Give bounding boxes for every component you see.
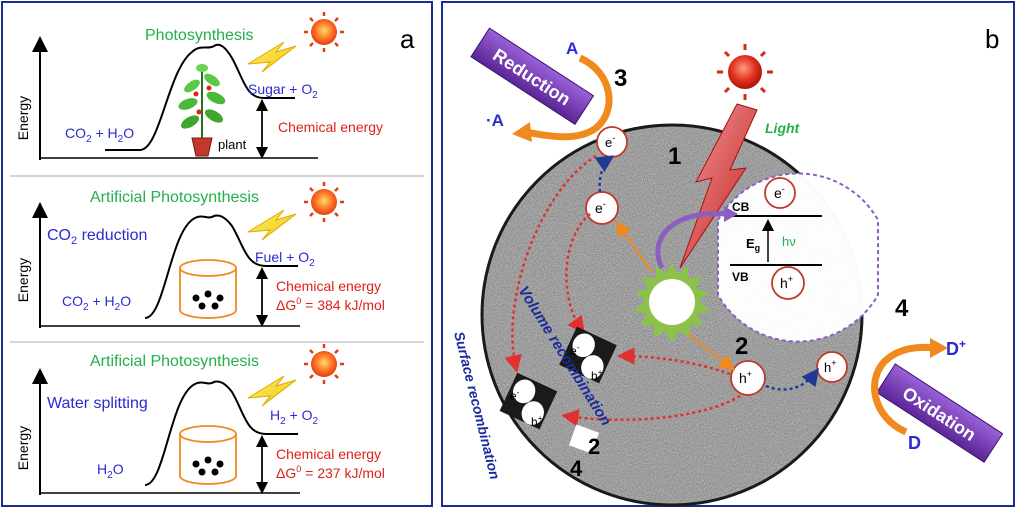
hole-bulk: h+ bbox=[730, 360, 766, 396]
light-bolt-icon bbox=[679, 103, 758, 269]
band-diagram-inset: CB VB Eg hν bbox=[717, 172, 879, 343]
diagram-water-splitting: Energy Artificial Photosynthesis Water s… bbox=[15, 344, 385, 495]
hole-migration-arrow bbox=[687, 333, 736, 371]
vb-label: VB bbox=[732, 270, 749, 284]
panel-b: b Light CB bbox=[441, 1, 1015, 507]
product-label: Fuel + O2 bbox=[255, 249, 315, 269]
reduction-arrowhead bbox=[512, 122, 532, 142]
object-label: plant bbox=[218, 137, 247, 152]
electron-label: e- bbox=[510, 388, 520, 403]
sun-icon bbox=[717, 44, 773, 100]
volume-recombination-path bbox=[565, 213, 591, 335]
oxidation-arrow bbox=[871, 343, 935, 436]
electron-surface: e- bbox=[596, 126, 628, 158]
hole-label: h+ bbox=[739, 369, 752, 386]
surface-recombination-path bbox=[504, 154, 597, 373]
reduced-acceptor-label: ·A bbox=[486, 111, 504, 130]
energy-profile-curve bbox=[144, 380, 298, 486]
process-label: Water splitting bbox=[47, 395, 148, 412]
light-label: Light bbox=[765, 120, 801, 136]
delta-g-label: ΔG0 = 237 kJ/mol bbox=[276, 464, 385, 481]
hole-vb: h+ bbox=[771, 266, 805, 300]
delta-g-label: ΔG0 = 384 kJ/mol bbox=[276, 296, 385, 313]
process-label: CO2 reduction bbox=[47, 227, 147, 247]
reactant-label: H2O bbox=[97, 461, 124, 481]
inset-pointer-arrowhead bbox=[724, 206, 738, 222]
reactor-cylinder-icon bbox=[179, 425, 237, 485]
energy-profile-curve bbox=[105, 43, 295, 151]
electron-cb: e- bbox=[764, 177, 796, 209]
diagram-title: Artificial Photosynthesis bbox=[90, 353, 259, 370]
energy-label: Chemical energy bbox=[278, 119, 383, 135]
diagram-co2-reduction: Energy Artificial Photosynthesis CO2 red… bbox=[15, 182, 385, 328]
donor-label: D bbox=[908, 433, 921, 453]
reduction-arrow bbox=[525, 54, 613, 141]
panel-a: a Energy Photosynthesis CO2 + H2O Sugar … bbox=[1, 1, 433, 507]
diagram-photosynthesis: Energy Photosynthesis CO2 + H2O Sugar + … bbox=[15, 12, 383, 160]
electron-label: e- bbox=[595, 199, 606, 216]
surface-recombination-path bbox=[561, 394, 741, 427]
electron-migration-arrow bbox=[615, 220, 653, 273]
hv-label: hν bbox=[782, 234, 796, 249]
lightning-icon bbox=[247, 41, 297, 73]
recombined-pair-surface bbox=[499, 372, 558, 430]
step-marker-box bbox=[568, 424, 600, 454]
step-number: 3 bbox=[614, 65, 627, 92]
lightning-icon bbox=[247, 209, 297, 241]
hole-label: h+ bbox=[780, 274, 793, 291]
oxidized-donor-label: D+ bbox=[946, 337, 966, 359]
reactant-label: CO2 + H2O bbox=[65, 125, 134, 145]
electron-bulk: e- bbox=[585, 191, 619, 225]
inset-pointer-arrow bbox=[655, 211, 727, 270]
sun-icon bbox=[304, 344, 344, 384]
plant-icon bbox=[178, 64, 226, 157]
energy-axis-label: Energy bbox=[15, 258, 31, 302]
hole-label: h+ bbox=[591, 368, 603, 383]
step-number: 2 bbox=[735, 333, 748, 360]
product-label: Sugar + O2 bbox=[248, 81, 318, 101]
lightning-icon bbox=[247, 375, 297, 407]
oxidation-arrowhead bbox=[930, 338, 948, 358]
step-number: 1 bbox=[668, 143, 681, 170]
energy-label: Chemical energy bbox=[276, 278, 381, 294]
step-number: 4 bbox=[570, 456, 583, 481]
panel-a-label: a bbox=[400, 24, 415, 54]
eg-label: Eg bbox=[746, 236, 760, 253]
reactant-label: CO2 + H2O bbox=[62, 293, 131, 313]
sun-icon bbox=[304, 182, 344, 222]
recombined-pair-volume bbox=[559, 326, 617, 384]
energy-profile-curve bbox=[144, 214, 298, 319]
panel-b-label: b bbox=[985, 24, 999, 54]
product-label: H2 + O2 bbox=[270, 407, 319, 427]
diagram-title: Photosynthesis bbox=[145, 27, 254, 44]
electron-label: e- bbox=[605, 133, 615, 150]
step-number: 4 bbox=[895, 295, 909, 322]
diagram-title: Artificial Photosynthesis bbox=[90, 189, 259, 206]
hole-label: h+ bbox=[531, 414, 543, 429]
reactor-cylinder-icon bbox=[179, 259, 237, 319]
cb-label: CB bbox=[732, 200, 750, 214]
hole-label: h+ bbox=[824, 358, 837, 375]
sun-icon bbox=[304, 12, 344, 52]
volume-recombination-path bbox=[617, 347, 731, 376]
energy-axis-label: Energy bbox=[15, 96, 31, 140]
electron-label: e- bbox=[570, 343, 580, 358]
energy-label: Chemical energy bbox=[276, 446, 381, 462]
excitation-burst bbox=[634, 262, 710, 343]
step-number: 2 bbox=[588, 434, 600, 459]
acceptor-label: A bbox=[566, 39, 578, 58]
electron-label: e- bbox=[774, 184, 785, 201]
energy-axis-label: Energy bbox=[15, 426, 31, 470]
hole-surface: h+ bbox=[816, 351, 848, 383]
